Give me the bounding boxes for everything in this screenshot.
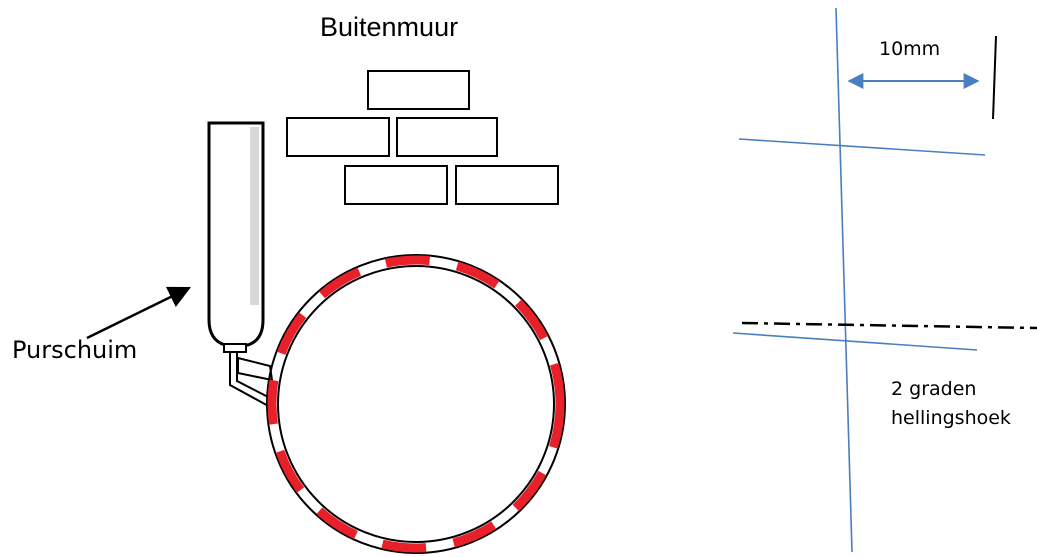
vertical-guide-line [835, 7, 853, 553]
brick-wall [286, 70, 559, 205]
dimension-end-mark [992, 35, 997, 120]
pipe-outer-ring [266, 254, 566, 554]
slope-figure [732, 7, 1037, 553]
wall-label: Buitenmuur [320, 12, 459, 42]
brick [455, 165, 559, 205]
dimension-label: 10mm [879, 38, 941, 60]
brick [396, 117, 498, 157]
pipe-tape-ring [267, 255, 565, 553]
foam-can-body [207, 121, 265, 347]
foam-can-highlight [250, 127, 259, 305]
upper-slope-line [738, 138, 986, 156]
slope-label-line2: hellingshoek [891, 407, 1011, 429]
brick [344, 165, 448, 205]
pipe [266, 254, 566, 554]
brick [367, 70, 470, 110]
foam-can [207, 121, 275, 409]
lower-slope-line [732, 332, 978, 351]
slope-label-line1: 2 graden [891, 378, 977, 400]
foam-can-nozzle-tip [237, 356, 274, 382]
pipe-inner-ring [277, 265, 555, 543]
foam-can-valve [223, 343, 247, 353]
horizontal-reference-line [741, 321, 1037, 330]
slope-label: 2 graden hellingshoek [891, 375, 1011, 433]
foam-label: Purschuim [12, 336, 138, 364]
foam-leader-arrow [86, 286, 192, 340]
brick [286, 117, 390, 157]
